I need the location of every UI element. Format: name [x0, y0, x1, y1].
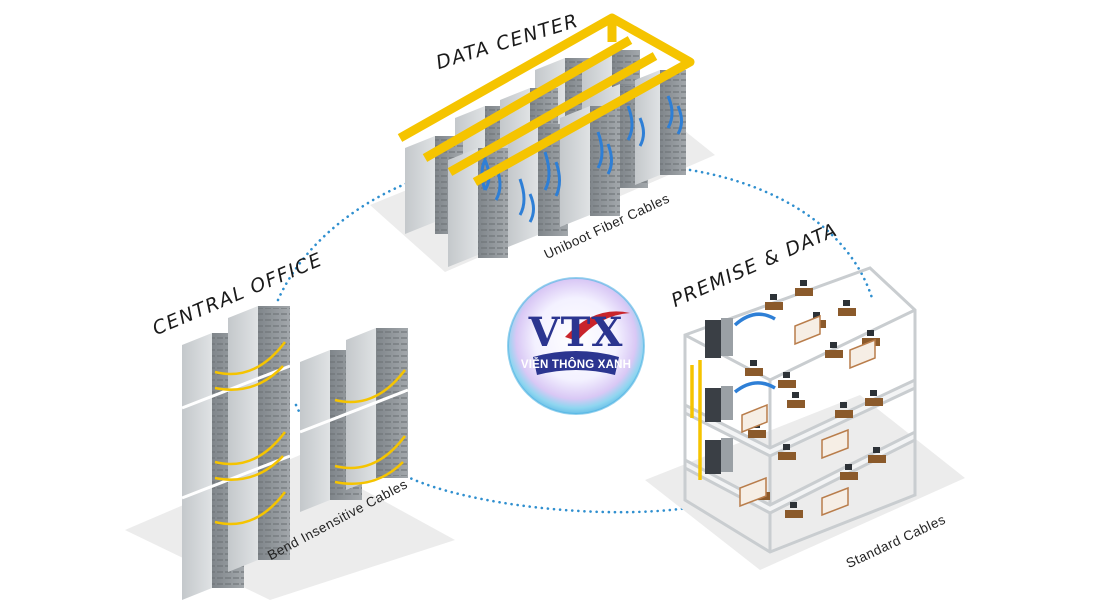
partitions: [739, 314, 876, 517]
premise-cabinets: [705, 318, 733, 474]
central-office-group: [125, 306, 455, 600]
bend-insensitive-cables: [214, 341, 406, 526]
link-premise-co: [408, 476, 690, 514]
premise-floor: [645, 395, 965, 570]
uniboot-fiber-cables: [480, 95, 683, 223]
logo-bubble: [507, 277, 645, 415]
cable-tray: [397, 13, 695, 186]
co-rack: [228, 306, 290, 572]
logo-banner: [533, 351, 619, 375]
standard-cables: [690, 312, 776, 480]
logo-mark: VTX: [528, 309, 624, 356]
data-center-group: [370, 13, 715, 272]
rack: [560, 106, 620, 227]
logo-swoosh: [565, 311, 630, 341]
link-dc-premise: [688, 168, 874, 300]
premise-building-group: [645, 266, 965, 570]
vtx-logo: VTX VIỄN THÔNG XANH: [505, 275, 647, 417]
logo-subtitle: VIỄN THÔNG XANH: [520, 359, 632, 371]
